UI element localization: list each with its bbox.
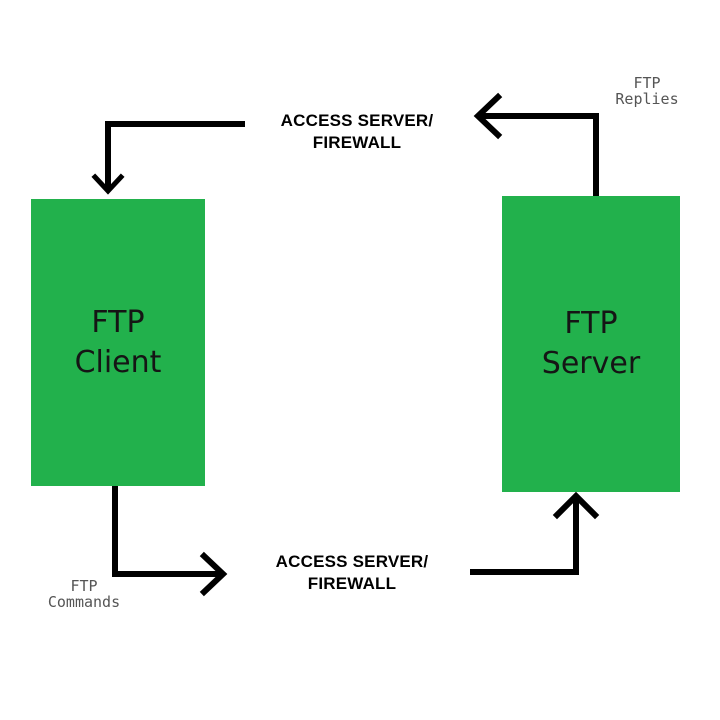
ftp-server-box: FTP Server: [502, 196, 680, 492]
top-access-label-line-1: ACCESS SERVER/: [280, 111, 434, 130]
server-label-line-2: Server: [541, 346, 641, 381]
ftp-commands-annotation: FTP Commands: [26, 578, 142, 610]
top-access-label-line-2: FIREWALL: [312, 133, 402, 152]
reply-arrowhead-down: [91, 173, 125, 195]
bottom-access-label-line-2: FIREWALL: [307, 574, 397, 593]
command-path-client-segment: [112, 486, 222, 577]
ftp-replies-annotation: FTP Replies: [592, 75, 702, 107]
bottom-access-label-line-1: ACCESS SERVER/: [275, 552, 429, 571]
client-label-line-2: Client: [74, 344, 162, 380]
command-path-server-segment: [470, 500, 579, 575]
commands-annotation-line-2: Commands: [47, 593, 121, 611]
commands-annotation-line-1: FTP: [70, 577, 98, 595]
replies-annotation-line-1: FTP: [633, 74, 661, 92]
server-label-line-1: FTP: [564, 306, 618, 341]
command-arrowhead-right: [199, 551, 228, 597]
reply-arrowhead-left: [473, 92, 503, 140]
ftp-client-box: FTP Client: [31, 199, 205, 486]
command-arrowhead-up: [552, 491, 600, 520]
server-box-shape: [502, 196, 680, 492]
top-access-server-label: ACCESS SERVER/ FIREWALL: [252, 110, 462, 154]
reply-path-server-segment: [480, 113, 599, 196]
reply-path-client-segment: [105, 121, 245, 190]
replies-annotation-line-2: Replies: [615, 90, 679, 108]
client-label-line-1: FTP: [91, 304, 145, 340]
bottom-access-server-label: ACCESS SERVER/ FIREWALL: [244, 551, 460, 595]
client-box-shape: [31, 199, 205, 486]
